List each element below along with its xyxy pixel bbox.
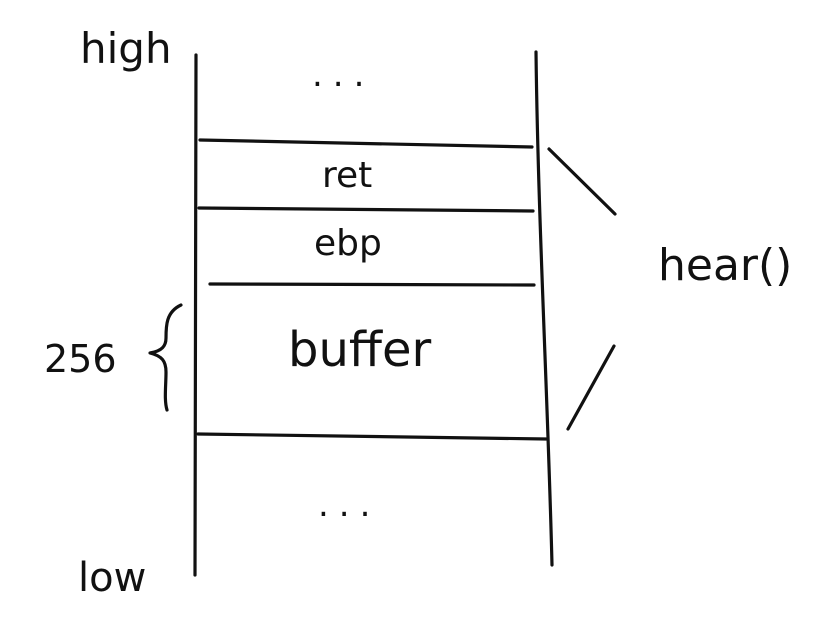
function-frame-label: hear() xyxy=(658,240,793,291)
slot-ebp-label: ebp xyxy=(314,223,382,264)
stack-left-wall xyxy=(193,53,198,577)
slot-ret-label: ret xyxy=(322,155,373,196)
buffer-size-label: 256 xyxy=(44,337,117,381)
divider-top-of-ret xyxy=(198,138,534,149)
ellipsis-below: ... xyxy=(318,485,381,525)
divider-ebp-buffer xyxy=(208,282,536,287)
stack-right-wall xyxy=(534,50,554,567)
ellipsis-above: ... xyxy=(312,55,375,95)
size-brace xyxy=(148,303,183,412)
low-address-label: low xyxy=(78,555,147,601)
frame-bracket-upper xyxy=(547,147,617,216)
divider-ret-ebp xyxy=(197,206,535,213)
frame-bracket-lower xyxy=(566,344,616,431)
high-address-label: high xyxy=(80,24,172,73)
divider-bottom-of-buffer xyxy=(196,432,548,441)
slot-buffer-label: buffer xyxy=(288,322,432,378)
